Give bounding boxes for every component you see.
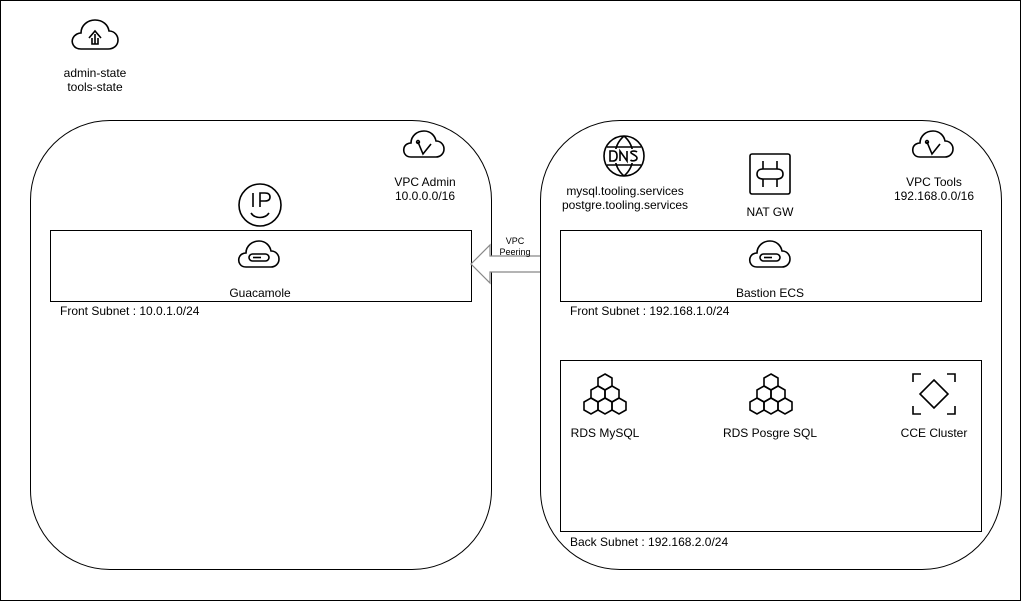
rds-icon <box>583 373 627 415</box>
tools-back-subnet-label: Back Subnet : 192.168.2.0/24 <box>570 535 729 549</box>
tools-back-subnet <box>560 360 982 532</box>
ecs-cloud-icon <box>237 240 280 268</box>
state-label-1: admin-state <box>63 66 127 80</box>
tools-front-subnet-label: Front Subnet : 192.168.1.0/24 <box>570 304 730 318</box>
nat-gw-label: NAT GW <box>746 205 794 219</box>
state-label-2: tools-state <box>67 80 123 94</box>
vpc-admin-cidr: 10.0.0.0/16 <box>394 189 456 203</box>
nat-gateway-icon <box>749 153 791 195</box>
cce-cluster-label: CCE Cluster <box>900 426 968 440</box>
cloud-upload-icon <box>71 19 119 50</box>
bastion-ecs-label: Bastion ECS <box>735 286 805 300</box>
vpc-tools-cidr: 192.168.0.0/16 <box>893 189 975 203</box>
vpc-admin-name: VPC Admin <box>394 175 456 189</box>
rds-postgre-label: RDS Posgre SQL <box>722 426 818 440</box>
ecs-cloud-icon <box>748 240 791 268</box>
guacamole-label: Guacamole <box>229 286 291 300</box>
admin-front-subnet <box>50 230 472 302</box>
dns-record-1: mysql.tooling.services <box>566 184 684 198</box>
rds-mysql-label: RDS MySQL <box>570 426 640 440</box>
peering-label-1: VPC <box>505 236 525 246</box>
tools-front-subnet <box>560 230 982 302</box>
peering-label-2: Peering <box>499 247 531 257</box>
eip-icon <box>238 183 282 227</box>
vpc-cloud-icon <box>911 130 954 158</box>
rds-icon <box>749 373 793 415</box>
dns-record-2: postgre.tooling.services <box>561 198 689 212</box>
admin-front-subnet-label: Front Subnet : 10.0.1.0/24 <box>60 304 200 318</box>
vpc-admin-container <box>30 120 492 570</box>
cce-icon <box>912 373 956 415</box>
vpc-tools-name: VPC Tools <box>906 175 962 189</box>
dns-icon <box>603 135 645 177</box>
vpc-cloud-icon <box>402 130 445 158</box>
